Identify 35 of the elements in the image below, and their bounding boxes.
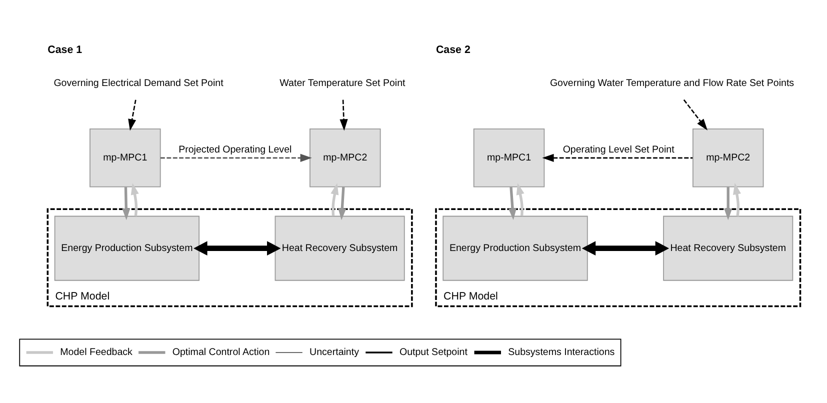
arrow — [338, 186, 346, 220]
legend-label: Output Setpoint — [399, 346, 468, 358]
node-box: mp-MPC1 — [473, 128, 545, 187]
arrow — [516, 182, 524, 216]
arrow — [130, 182, 139, 216]
node-text: Governing Electrical Demand Set Point — [54, 78, 224, 89]
label: Case 2 — [436, 43, 470, 56]
arrow — [732, 182, 741, 216]
arrow — [724, 186, 732, 220]
legend-label: Uncertainty — [310, 346, 360, 358]
arrow — [128, 99, 136, 130]
node-box: Heat Recovery Subsystem — [663, 215, 794, 280]
arrow — [340, 99, 348, 130]
legend-label: Subsystems Interactions — [508, 346, 615, 358]
arrow — [194, 240, 281, 256]
arrow — [582, 240, 670, 256]
arrow — [542, 153, 693, 162]
node-text: Water Temperature Set Point — [280, 78, 406, 89]
arrow — [683, 98, 708, 130]
arrow — [160, 153, 312, 162]
arrow — [508, 186, 517, 220]
node-box: Heat Recovery Subsystem — [274, 215, 405, 280]
node-text: Governing Water Temperature and Flow Rate Set Points — [550, 78, 794, 89]
arrow — [330, 182, 339, 216]
arrow — [122, 186, 130, 220]
legend-label: Model Feedback — [60, 346, 132, 358]
node-box: mp-MPC2 — [692, 128, 764, 187]
label: Case 1 — [48, 43, 82, 56]
edge-label: Operating Level Set Point — [562, 144, 674, 155]
legend-label: Optimal Control Action — [172, 346, 270, 358]
node-box: mp-MPC2 — [310, 128, 381, 187]
node-box: Energy Production Subsystem — [54, 215, 200, 280]
node-box: mp-MPC1 — [90, 128, 161, 187]
node-box: Energy Production Subsystem — [442, 215, 588, 280]
edge-label: Projected Operating Level — [178, 144, 292, 155]
